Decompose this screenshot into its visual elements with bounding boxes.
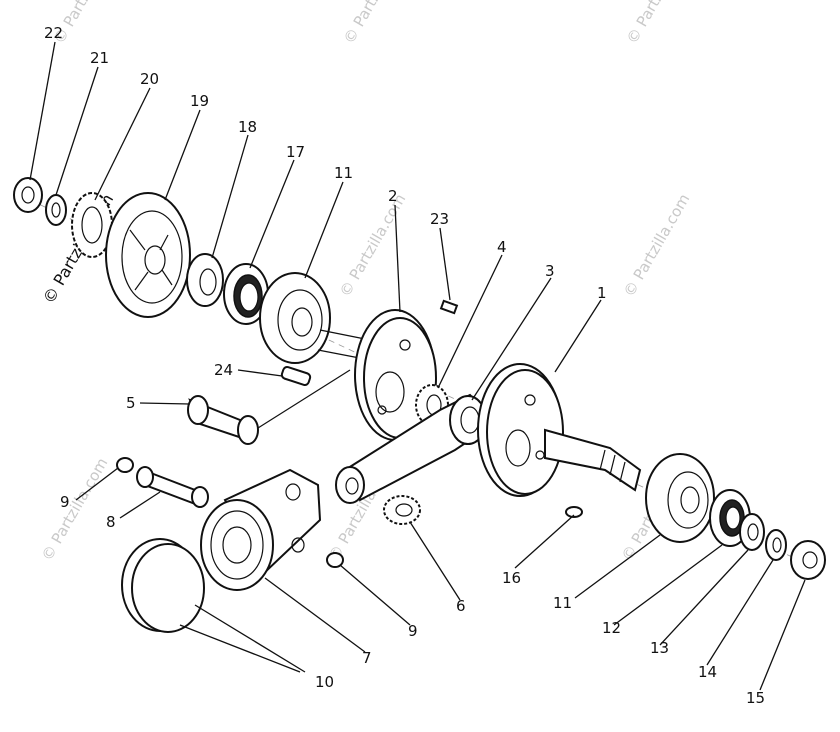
callout-13: 13 [650, 639, 669, 657]
callout-4: 4 [497, 238, 507, 256]
callout-11-upper: 11 [334, 164, 353, 182]
callout-2: 2 [388, 187, 398, 205]
callout-16: 16 [502, 569, 521, 587]
watermark: © Partzilla.com [38, 455, 111, 564]
watermark: © Partzilla.com [620, 191, 693, 300]
part-18-collar [186, 253, 224, 307]
callout-24: 24 [214, 361, 233, 379]
part-15-nut [790, 540, 826, 580]
part-16-key [565, 506, 583, 518]
callout-10: 10 [315, 673, 334, 691]
part-22-nut [13, 177, 43, 213]
callout-23: 23 [430, 210, 449, 228]
callout-8: 8 [106, 513, 116, 531]
part-1-crank-half [477, 363, 642, 497]
part-17-oil-seal [223, 263, 269, 325]
callout-20: 20 [140, 70, 159, 88]
part-23-key [439, 299, 459, 315]
watermark: © Partzilla.com [340, 0, 413, 47]
callout-22: 22 [44, 24, 63, 42]
part-11-bearing-left [259, 272, 331, 364]
callout-6: 6 [456, 597, 466, 615]
callout-15: 15 [746, 689, 765, 707]
part-9-circlip-lower [326, 552, 344, 568]
callout-14: 14 [698, 663, 717, 681]
part-13-collar [739, 513, 765, 551]
leader-lines [29, 41, 806, 691]
part-2-crank-half [317, 309, 437, 441]
part-6-small-end-bearing [383, 495, 421, 525]
part-24-pin [280, 366, 312, 386]
callout-9-upper: 9 [60, 493, 70, 511]
callout-5: 5 [126, 394, 136, 412]
callout-labels: 22 21 20 19 18 17 11 2 23 4 3 1 24 5 9 8… [44, 24, 765, 707]
callout-17: 17 [286, 143, 305, 161]
callout-12: 12 [602, 619, 621, 637]
assembly-guide-line [257, 369, 351, 429]
part-11-bearing-right [645, 453, 715, 543]
part-19-flywheel [105, 192, 191, 318]
callout-21: 21 [90, 49, 109, 67]
part-9-circlip-upper [116, 457, 134, 473]
part-7-piston [200, 468, 322, 591]
part-21-washer [45, 194, 67, 226]
part-14-washer [765, 529, 787, 561]
callout-3: 3 [545, 262, 555, 280]
callout-19: 19 [190, 92, 209, 110]
callout-1: 1 [597, 284, 607, 302]
callout-11-lower: 11 [553, 594, 572, 612]
part-8-piston-pin [136, 466, 209, 508]
callout-9-lower: 9 [408, 622, 418, 640]
watermark: © Partzilla.com [623, 0, 696, 47]
part-3-connecting-rod [335, 393, 487, 504]
callout-7: 7 [362, 649, 372, 667]
part-5-crank-pin [187, 369, 351, 445]
part-10-piston-rings [121, 538, 205, 633]
callout-18: 18 [238, 118, 257, 136]
